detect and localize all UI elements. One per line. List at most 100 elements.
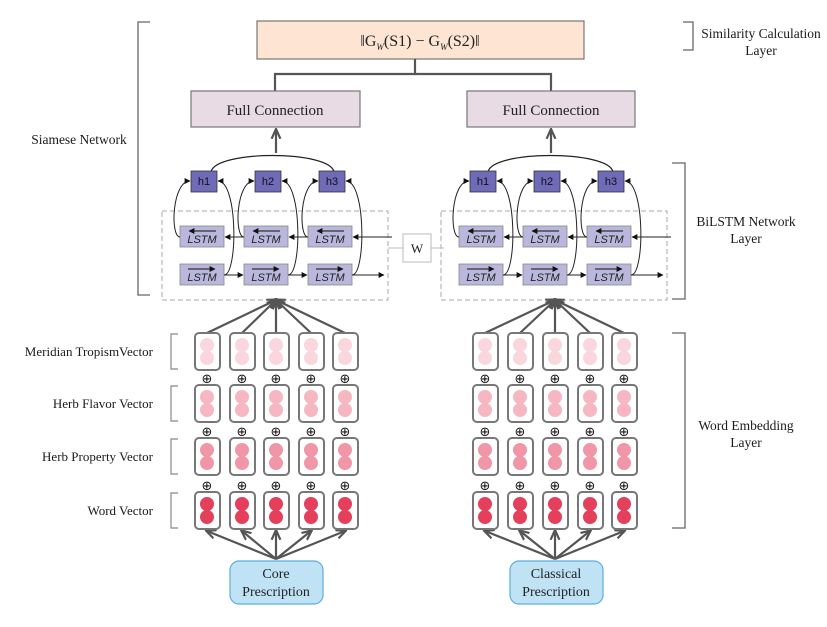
concat-operator-icon: ⊕ [515, 372, 526, 387]
svg-text:h2: h2 [262, 176, 274, 188]
vector-cell [611, 332, 638, 371]
vector-cell [194, 384, 221, 423]
shared-weight: W [388, 233, 444, 263]
svg-text:Similarity Calculation: Similarity Calculation [701, 26, 821, 41]
bilstm-layer-bracket: BiLSTM Network Layer [672, 162, 796, 300]
vector-cell [472, 384, 499, 423]
vector-cell [507, 437, 534, 476]
vector-cell [577, 437, 604, 476]
svg-text:Prescription: Prescription [522, 585, 590, 600]
row-bracket [170, 438, 178, 475]
concat-operator-icon: ⊕ [237, 479, 248, 494]
lstm-cell-backward: LSTM [243, 225, 289, 248]
svg-text:W: W [411, 241, 424, 256]
concat-operator-icon: ⊕ [480, 425, 491, 440]
svg-text:LSTM: LSTM [315, 234, 345, 246]
svg-text:Full Connection: Full Connection [226, 103, 324, 119]
lstm-cell-forward: LSTM [243, 263, 289, 286]
svg-text:LSTM: LSTM [251, 272, 281, 284]
vector-cell [332, 491, 359, 530]
vector-cell [263, 437, 290, 476]
concat-operator-icon: ⊕ [585, 372, 596, 387]
vector-cell [507, 332, 534, 371]
svg-text:h1: h1 [477, 176, 489, 188]
concat-operator-icon: ⊕ [480, 479, 491, 494]
svg-text:LSTM: LSTM [466, 234, 496, 246]
svg-text:LSTM: LSTM [530, 272, 560, 284]
embedding-to-lstm-arrows [206, 300, 346, 334]
concat-operator-icon: ⊕ [550, 479, 561, 494]
input-classical-prescription: Classical Prescription [509, 560, 604, 605]
vector-cell [263, 332, 290, 371]
svg-text:Classical: Classical [531, 567, 582, 582]
svg-text:LSTM: LSTM [315, 272, 345, 284]
svg-text:Layer: Layer [745, 43, 777, 58]
vector-cell [298, 437, 325, 476]
lstm-connections [452, 178, 671, 278]
concat-operator-icon: ⊕ [340, 479, 351, 494]
similarity-formula: ‖GW(S1) − GW(S2)‖ [360, 33, 479, 52]
lstm-cell-backward: LSTM [586, 225, 632, 248]
svg-text:Herb Property Vector: Herb Property Vector [42, 449, 154, 464]
svg-text:LSTM: LSTM [594, 234, 624, 246]
vector-cell [263, 491, 290, 530]
svg-text:h1: h1 [198, 176, 210, 188]
lstm-cell-forward: LSTM [586, 263, 632, 286]
svg-text:Meridian TropismVector: Meridian TropismVector [25, 344, 154, 359]
concat-operator-icon: ⊕ [306, 372, 317, 387]
row-bracket [170, 492, 178, 529]
svg-text:Layer: Layer [730, 231, 762, 246]
embedding-to-lstm-arrows [484, 300, 625, 334]
svg-text:Prescription: Prescription [242, 585, 310, 600]
vector-cell [229, 332, 256, 371]
vector-row-label: Herb Property Vector [42, 438, 178, 475]
hidden-state-h1: h1 [190, 170, 218, 193]
svg-text:LSTM: LSTM [251, 234, 281, 246]
concat-operator-icon: ⊕ [480, 372, 491, 387]
svg-text:Full Connection: Full Connection [502, 103, 600, 119]
svg-text:Core: Core [262, 567, 289, 582]
input-to-word-vector-arrows [485, 531, 624, 561]
concat-operator-icon: ⊕ [271, 372, 282, 387]
vector-cell [229, 437, 256, 476]
concat-operator-icon: ⊕ [550, 425, 561, 440]
vector-cell [542, 332, 569, 371]
bilstm-container [440, 210, 668, 301]
concat-operator-icon: ⊕ [306, 425, 317, 440]
vector-cell [472, 332, 499, 371]
vector-cell [542, 384, 569, 423]
vector-cell [472, 437, 499, 476]
hidden-aggregation-right [487, 130, 614, 173]
lstm-cell-backward: LSTM [522, 225, 568, 248]
lstm-cell-backward: LSTM [458, 225, 504, 248]
concat-operator-icon: ⊕ [340, 372, 351, 387]
input-to-word-vector-arrows [207, 531, 345, 561]
concat-operator-icon: ⊕ [340, 425, 351, 440]
vector-cell [577, 491, 604, 530]
full-connection-left: Full Connection [190, 90, 361, 128]
vector-cell [332, 437, 359, 476]
svg-text:Word Vector: Word Vector [87, 503, 153, 518]
similarity-connectors [273, 59, 553, 91]
embedding-layer-bracket: Word Embedding Layer [672, 332, 794, 529]
concat-operator-icon: ⊕ [202, 479, 213, 494]
concat-operator-icon: ⊕ [619, 425, 630, 440]
hidden-state-h2: h2 [533, 170, 561, 193]
vector-cell [332, 384, 359, 423]
vector-row-label: Meridian TropismVector [25, 333, 178, 370]
vector-cell [298, 384, 325, 423]
svg-text:h2: h2 [541, 176, 553, 188]
concat-operator-icon: ⊕ [306, 479, 317, 494]
svg-text:LSTM: LSTM [187, 272, 217, 284]
svg-text:LSTM: LSTM [466, 272, 496, 284]
lstm-cell-forward: LSTM [307, 263, 353, 286]
hidden-state-h1: h1 [469, 170, 497, 193]
vector-cell [263, 384, 290, 423]
concat-operator-icon: ⊕ [619, 372, 630, 387]
siamese-bracket: Siamese Network [31, 21, 150, 296]
svg-text:LSTM: LSTM [594, 272, 624, 284]
vector-cell [194, 332, 221, 371]
svg-text:Word Embedding: Word Embedding [698, 418, 794, 433]
